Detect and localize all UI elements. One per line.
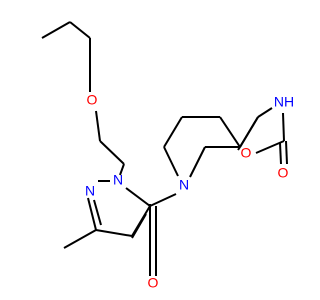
bond-ox-c-eq-o-1 xyxy=(279,142,282,165)
bond-ox-c-o xyxy=(255,140,285,154)
bond-ox-spiro-ch2 xyxy=(239,116,259,148)
bond-pip-ch2b-ch2c xyxy=(219,116,241,148)
ether-oxygen-label: O xyxy=(87,92,98,108)
pyrazole-n1-label: N xyxy=(113,172,123,188)
nh-label: NH xyxy=(274,94,294,110)
bond-pip-n-ch2a xyxy=(189,146,206,178)
amide-n-label: N xyxy=(179,177,189,193)
skeleton xyxy=(41,21,177,276)
structure-canvas: O N N N NH O O O xyxy=(41,21,294,291)
bond-pip-ch2d-ch2e xyxy=(163,116,183,148)
pyrazole-n2-label: N xyxy=(85,183,95,199)
bond-ox-ch2-nh xyxy=(257,107,273,118)
ring-oxygen-label: O xyxy=(241,145,252,161)
amide-carbonyl-oxygen-label: O xyxy=(148,275,159,291)
bond-ox-c-eq-o-2 xyxy=(285,140,288,165)
oxazolidinone-carbonyl-oxygen-label: O xyxy=(278,165,289,181)
bond-ox-o-spiro xyxy=(237,146,241,151)
bond-pip-ch2e-n xyxy=(163,146,179,177)
spiro-ring-system xyxy=(163,107,288,178)
bond-ox-nh-c xyxy=(282,112,285,142)
